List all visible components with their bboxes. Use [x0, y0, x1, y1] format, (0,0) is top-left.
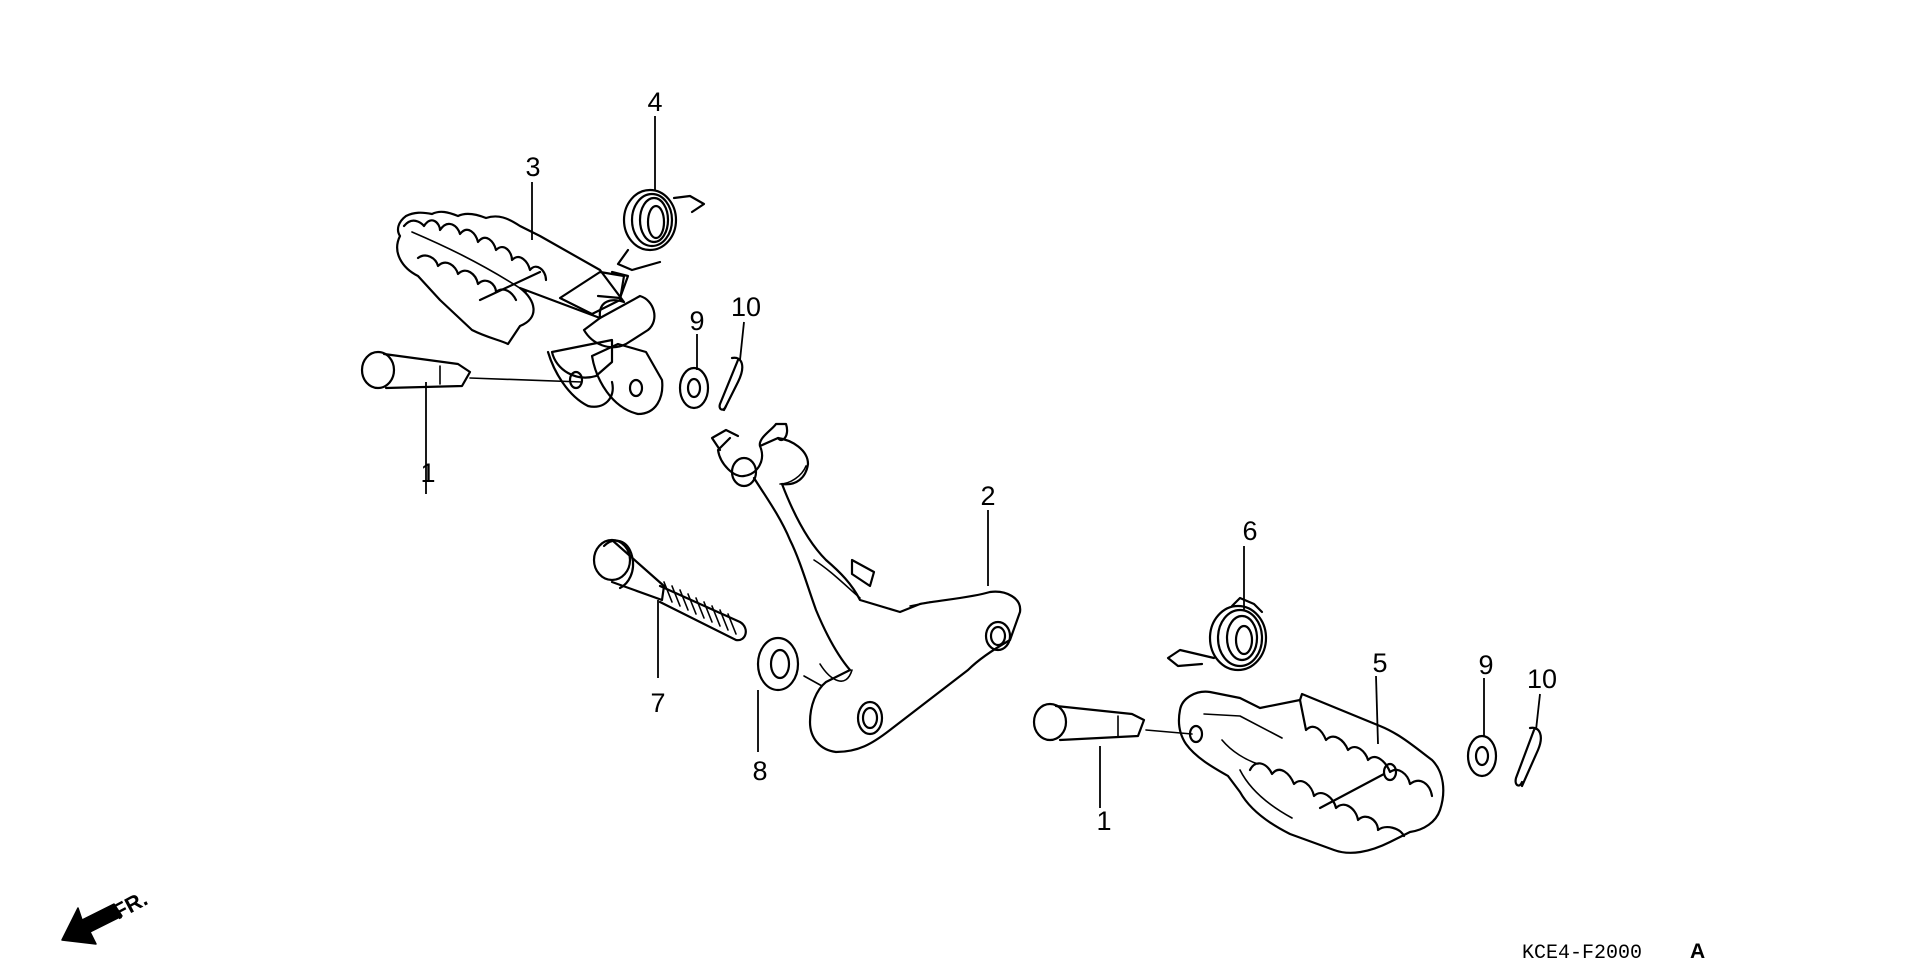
callout-4: 4: [647, 87, 662, 117]
callout-5: 5: [1372, 648, 1387, 678]
callout-3: 3: [525, 152, 540, 182]
callout-1-right: 1: [1096, 806, 1111, 836]
drawing-code-suffix: A: [1690, 940, 1705, 959]
right-footpeg: [1177, 690, 1445, 854]
left-pivot-pin: [360, 350, 583, 390]
leader-lines: [425, 116, 1541, 808]
callout-7: 7: [650, 688, 665, 718]
right-washer: [1466, 734, 1498, 778]
callout-10-right: 10: [1527, 664, 1557, 694]
right-cotter-pin: [1514, 726, 1542, 788]
callout-9-left: 9: [689, 306, 704, 336]
left-washer: [678, 366, 710, 410]
right-spring: [1166, 596, 1268, 672]
front-direction-arrow-icon: [61, 903, 123, 945]
callout-8: 8: [752, 756, 767, 786]
callout-2: 2: [980, 481, 995, 511]
mounting-bolt: [592, 538, 747, 642]
footpeg-bracket: [710, 422, 1022, 754]
left-cotter-pin: [718, 356, 744, 412]
callout-9-right: 9: [1478, 650, 1493, 680]
callout-10-left: 10: [731, 292, 761, 322]
left-footpeg: [396, 210, 664, 416]
callout-6: 6: [1242, 516, 1257, 546]
left-spring: [616, 188, 706, 272]
right-pivot-pin: [1032, 702, 1193, 742]
bracket-washer: [756, 636, 823, 692]
drawing-code: KCE4-F2000: [1522, 942, 1642, 959]
callout-1-left: 1: [420, 458, 435, 488]
